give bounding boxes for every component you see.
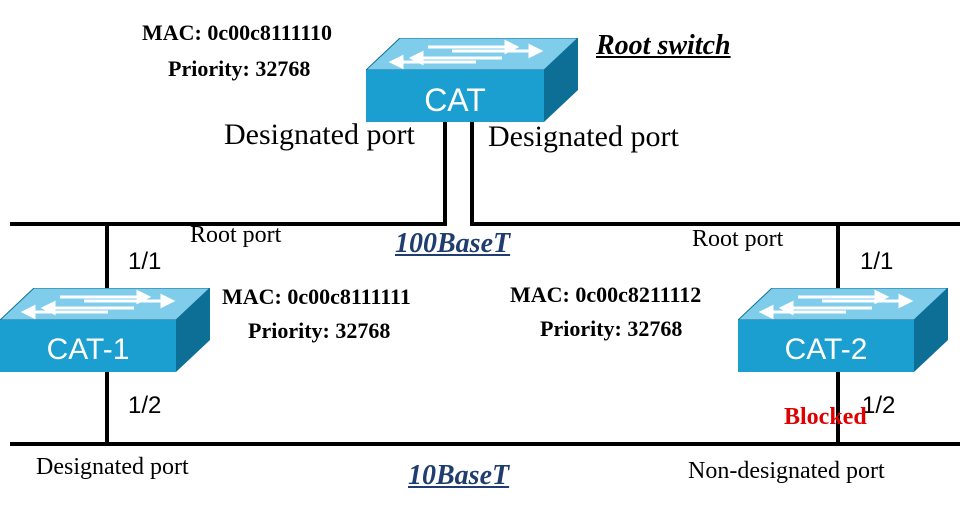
root-switch-title: Root switch [596, 30, 731, 61]
cat1-switch: CAT-1 [0, 288, 210, 372]
cat1-switch-name: CAT-1 [46, 333, 130, 366]
cat1-mac: MAC: 0c00c8111111 [222, 284, 411, 309]
cat1-priority: Priority: 32768 [248, 318, 391, 343]
cat1-downlink [105, 372, 109, 444]
segment-100baset-label: 100BaseT [395, 228, 511, 259]
root-right-uplink [470, 118, 474, 224]
cat2-port-1-2: 1/2 [862, 392, 896, 419]
root-left-port-role: Designated port [224, 118, 415, 151]
cat2-non-designated-port-role: Non-designated port [688, 458, 885, 484]
cat1-designated-port-role: Designated port [36, 454, 189, 480]
segment-10baset-line [10, 442, 960, 446]
cat1-port-1-1: 1/1 [128, 248, 162, 275]
cat1-port-1-2: 1/2 [128, 392, 162, 419]
cat2-downlink [836, 372, 840, 444]
root-switch-mac: MAC: 0c00c8111110 [142, 20, 333, 45]
cat2-port-1-1: 1/1 [860, 248, 894, 275]
cat1-uplink [105, 224, 109, 288]
cat2-switch: CAT-2 [738, 288, 948, 372]
cat2-uplink [836, 224, 840, 288]
cat2-priority: Priority: 32768 [540, 316, 683, 341]
cat2-mac: MAC: 0c00c8211112 [510, 282, 702, 307]
segment-100baset-line-left [10, 222, 447, 226]
cat2-blocked-status: Blocked [784, 404, 867, 430]
root-switch: CAT [366, 38, 578, 122]
segment-100baset-line-right [470, 222, 960, 226]
segment-10baset-label: 10BaseT [408, 460, 510, 491]
cat2-root-port-role: Root port [692, 226, 784, 252]
root-right-port-role: Designated port [488, 120, 679, 153]
root-switch-name: CAT [424, 82, 486, 118]
cat2-switch-name: CAT-2 [784, 333, 868, 366]
root-switch-priority: Priority: 32768 [168, 56, 311, 81]
root-left-uplink [443, 118, 447, 224]
cat1-root-port-role: Root port [190, 222, 282, 248]
